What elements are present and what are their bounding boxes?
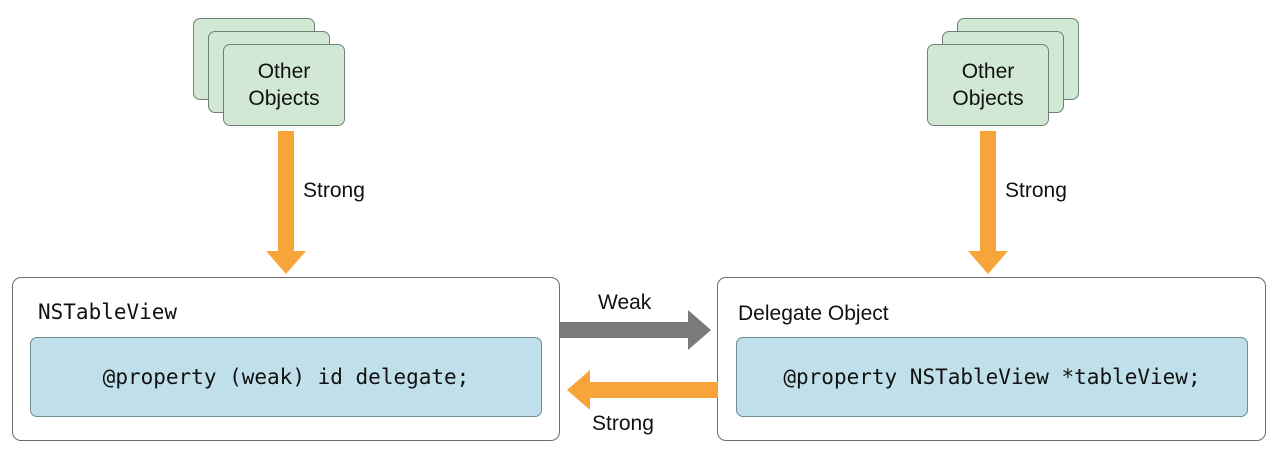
right-strong-arrow-shaft xyxy=(980,131,996,251)
table-view-box: NSTableView @property (weak) id delegate… xyxy=(12,277,560,441)
left-strong-arrow-head xyxy=(266,251,306,274)
delegate-table-view-property: @property NSTableView *tableView; xyxy=(736,337,1248,417)
weak-arrow-shaft xyxy=(560,322,688,338)
delegate-object-title: Delegate Object xyxy=(738,302,889,325)
weak-arrow-head xyxy=(688,310,711,350)
left-strong-arrow-shaft xyxy=(278,131,294,251)
table-view-delegate-property: @property (weak) id delegate; xyxy=(30,337,542,417)
left-strong-label: Strong xyxy=(303,179,365,202)
weak-arrow xyxy=(560,310,711,350)
right-other-objects-card: Other Objects xyxy=(927,44,1049,126)
back-strong-arrow xyxy=(567,370,718,410)
back-strong-arrow-shaft xyxy=(590,382,718,398)
right-strong-label: Strong xyxy=(1005,179,1067,202)
delegate-object-box: Delegate Object @property NSTableView *t… xyxy=(717,277,1266,441)
right-other-objects-line1: Other xyxy=(961,60,1015,83)
right-other-objects-line2: Objects xyxy=(952,87,1024,110)
left-other-objects-line2: Objects xyxy=(248,87,320,110)
right-strong-arrow-head xyxy=(968,251,1008,274)
weak-label: Weak xyxy=(598,291,652,314)
right-strong-arrow xyxy=(968,131,1008,274)
left-other-objects-line1: Other xyxy=(257,60,311,83)
left-other-objects-card: Other Objects xyxy=(223,44,345,126)
back-strong-arrow-head xyxy=(567,370,590,410)
table-view-title: NSTableView xyxy=(38,300,178,324)
left-strong-arrow xyxy=(266,131,306,274)
back-strong-label: Strong xyxy=(592,412,654,435)
